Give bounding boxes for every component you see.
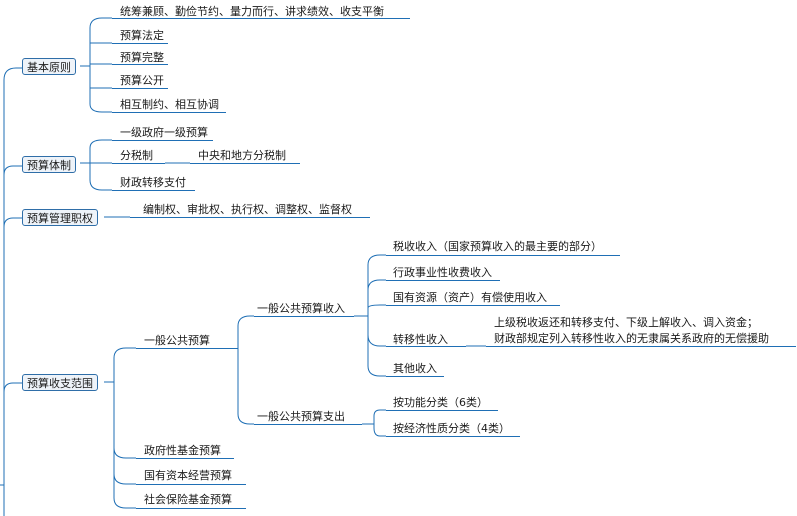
- income-item: 行政事业性收费收入: [393, 266, 492, 279]
- principle-item: 预算法定: [120, 29, 164, 42]
- general-expense: 一般公共预算支出: [257, 410, 345, 423]
- principle-item: 预算完整: [120, 51, 164, 64]
- scope-item: 国有资本经营预算: [144, 469, 232, 482]
- principle-item: 预算公开: [120, 74, 164, 87]
- system-item: 一级政府一级预算: [120, 126, 208, 139]
- income-item: 转移性收入: [393, 333, 448, 346]
- transfer-note: 上级税收返还和转移支付、下级上解收入、调入资金；: [494, 316, 758, 329]
- system-item: 财政转移支付: [120, 176, 186, 189]
- scope-item: 一般公共预算: [144, 334, 210, 347]
- branch-budget-authority: 预算管理职权: [22, 209, 98, 226]
- income-item: 国有资源（资产）有偿使用收入: [393, 291, 547, 304]
- income-item: 税收收入（国家预算收入的最主要的部分）: [393, 240, 602, 253]
- expense-item: 按经济性质分类（4类）: [393, 422, 510, 435]
- general-income: 一般公共预算收入: [257, 302, 345, 315]
- authority-item: 编制权、审批权、执行权、调整权、监督权: [143, 203, 352, 216]
- branch-budget-scope: 预算收支范围: [22, 374, 98, 391]
- scope-item: 政府性基金预算: [144, 444, 221, 457]
- expense-item: 按功能分类（6类）: [393, 396, 488, 409]
- branch-basic-principles: 基本原则: [22, 58, 76, 75]
- principle-item: 统筹兼顾、勤俭节约、量力而行、讲求绩效、收支平衡: [120, 5, 384, 18]
- transfer-note: 财政部规定列入转移性收入的无隶属关系政府的无偿援助: [494, 332, 769, 345]
- scope-item: 社会保险基金预算: [144, 493, 232, 506]
- principle-item: 相互制约、相互协调: [120, 98, 219, 111]
- system-item: 分税制: [120, 149, 153, 162]
- system-subitem: 中央和地方分税制: [198, 149, 286, 162]
- income-item: 其他收入: [393, 362, 437, 375]
- branch-budget-system: 预算体制: [22, 156, 76, 173]
